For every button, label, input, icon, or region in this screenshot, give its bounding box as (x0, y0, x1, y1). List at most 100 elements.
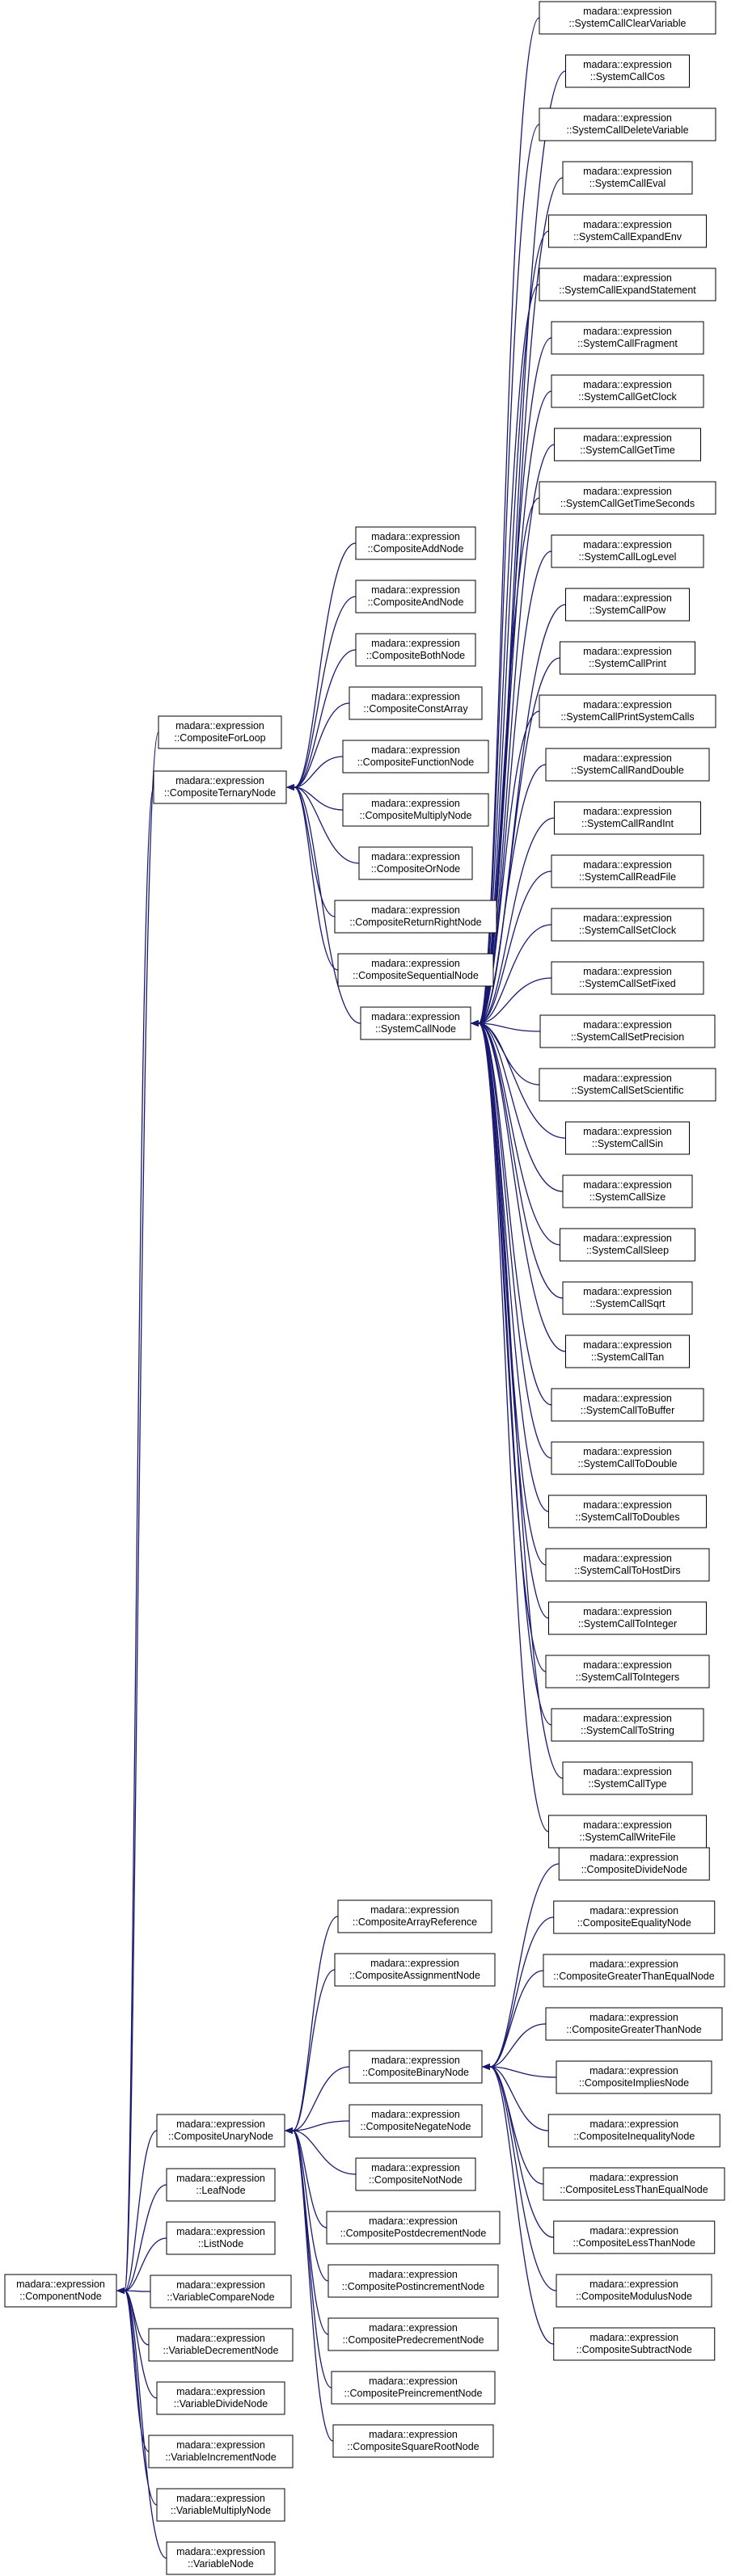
node-system-call-write-file[interactable]: madara::expression::SystemCallWriteFile (548, 1815, 707, 1849)
node-system-call-pow[interactable]: madara::expression::SystemCallPow (565, 588, 690, 622)
node-namespace-label: madara::expression (371, 904, 460, 916)
node-composite-both-node[interactable]: madara::expression::CompositeBothNode (355, 633, 476, 667)
node-variable-multiply-node[interactable]: madara::expression::VariableMultiplyNode (156, 2488, 285, 2522)
node-class-label: ::SystemCallGetTime (580, 445, 675, 456)
node-variable-node[interactable]: madara::expression::VariableNode (166, 2541, 276, 2575)
node-composite-or-node[interactable]: madara::expression::CompositeOrNode (358, 846, 473, 880)
node-system-call-get-time-seconds[interactable]: madara::expression::SystemCallGetTimeSec… (539, 481, 716, 515)
node-class-label: ::CompositeAndNode (368, 597, 464, 608)
node-system-call-get-clock[interactable]: madara::expression::SystemCallGetClock (551, 374, 704, 408)
node-composite-unary-node[interactable]: madara::expression::CompositeUnaryNode (156, 2114, 285, 2148)
node-composite-less-than-node[interactable]: madara::expression::CompositeLessThanNod… (553, 2220, 716, 2254)
node-namespace-label: madara::expression (589, 1958, 678, 1970)
node-system-call-cos[interactable]: madara::expression::SystemCallCos (565, 54, 690, 88)
node-namespace-label: madara::expression (583, 1179, 672, 1191)
node-system-call-to-double[interactable]: madara::expression::SystemCallToDouble (551, 1441, 704, 1475)
node-system-call-set-precision[interactable]: madara::expression::SystemCallSetPrecisi… (539, 1014, 716, 1048)
node-system-call-set-scientific[interactable]: madara::expression::SystemCallSetScienti… (539, 1068, 716, 1102)
node-class-label: ::SystemCallToString (581, 1725, 674, 1736)
node-composite-postdecrement-node[interactable]: madara::expression::CompositePostdecreme… (326, 2211, 501, 2245)
node-system-call-sleep[interactable]: madara::expression::SystemCallSleep (560, 1228, 695, 1262)
node-class-label: ::SystemCallRandInt (581, 818, 674, 829)
node-composite-const-array[interactable]: madara::expression::CompositeConstArray (349, 686, 483, 720)
node-composite-modulus-node[interactable]: madara::expression::CompositeModulusNode (556, 2274, 712, 2308)
edge-composite-add-node-to-composite-ternary-node (294, 542, 357, 788)
node-composite-binary-node[interactable]: madara::expression::CompositeBinaryNode (349, 2050, 483, 2084)
node-variable-increment-node[interactable]: madara::expression::VariableIncrementNod… (148, 2435, 294, 2468)
node-system-call-tan[interactable]: madara::expression::SystemCallTan (565, 1334, 690, 1368)
node-system-call-set-fixed[interactable]: madara::expression::SystemCallSetFixed (551, 961, 704, 995)
node-composite-less-than-equal-node[interactable]: madara::expression::CompositeLessThanEqu… (543, 2167, 725, 2201)
node-system-call-print-system-calls[interactable]: madara::expression::SystemCallPrintSyste… (539, 694, 716, 728)
node-box (545, 748, 710, 782)
node-system-call-get-time[interactable]: madara::expression::SystemCallGetTime (554, 428, 701, 462)
node-system-call-to-integer[interactable]: madara::expression::SystemCallToInteger (548, 1601, 707, 1635)
node-composite-ternary-node[interactable]: madara::expression::CompositeTernaryNode (153, 770, 287, 804)
node-system-call-size[interactable]: madara::expression::SystemCallSize (562, 1174, 693, 1208)
node-composite-sequential-node[interactable]: madara::expression::CompositeSequentialN… (337, 953, 494, 987)
node-composite-equality-node[interactable]: madara::expression::CompositeEqualityNod… (553, 1900, 716, 1934)
node-system-call-rand-double[interactable]: madara::expression::SystemCallRandDouble (545, 748, 710, 782)
node-system-call-print[interactable]: madara::expression::SystemCallPrint (560, 641, 695, 675)
node-system-call-read-file[interactable]: madara::expression::SystemCallReadFile (551, 854, 704, 888)
node-composite-add-node[interactable]: madara::expression::CompositeAddNode (355, 526, 476, 560)
node-composite-divide-node[interactable]: madara::expression::CompositeDivideNode (558, 1847, 710, 1881)
node-system-call-to-integers[interactable]: madara::expression::SystemCallToIntegers (545, 1655, 710, 1689)
node-composite-array-reference[interactable]: madara::expression::CompositeArrayRefere… (337, 1899, 492, 1933)
node-composite-predecrement-node[interactable]: madara::expression::CompositePredecremen… (327, 2317, 499, 2351)
node-system-call-to-doubles[interactable]: madara::expression::SystemCallToDoubles (548, 1495, 707, 1528)
node-box (166, 2541, 276, 2575)
node-system-call-clear-variable[interactable]: madara::expression::SystemCallClearVaria… (539, 1, 716, 35)
node-composite-greater-than-equal-node[interactable]: madara::expression::CompositeGreaterThan… (543, 1954, 725, 1988)
node-system-call-expand-env[interactable]: madara::expression::SystemCallExpandEnv (548, 214, 707, 248)
node-system-call-to-host-dirs[interactable]: madara::expression::SystemCallToHostDirs (545, 1548, 710, 1582)
edge-composite-greater-than-node-to-composite-binary-node (489, 2023, 547, 2068)
node-class-label: ::CompositeSequentialNode (353, 970, 479, 981)
node-system-call-rand-int[interactable]: madara::expression::SystemCallRandInt (554, 801, 701, 835)
node-composite-and-node[interactable]: madara::expression::CompositeAndNode (355, 580, 476, 613)
node-namespace-label: madara::expression (583, 1819, 672, 1831)
node-composite-return-right-node[interactable]: madara::expression::CompositeReturnRight… (334, 900, 497, 934)
node-composite-greater-than-node[interactable]: madara::expression::CompositeGreaterThan… (545, 2007, 723, 2041)
node-composite-implies-node[interactable]: madara::expression::CompositeImpliesNode (556, 2060, 712, 2094)
node-namespace-label: madara::expression (583, 1393, 672, 1404)
node-system-call-type[interactable]: madara::expression::SystemCallType (562, 1761, 693, 1795)
node-composite-postincrement-node[interactable]: madara::expression::CompositePostincreme… (327, 2264, 499, 2298)
node-system-call-eval[interactable]: madara::expression::SystemCallEval (562, 161, 693, 195)
node-system-call-to-string[interactable]: madara::expression::SystemCallToString (551, 1708, 704, 1742)
node-system-call-sin[interactable]: madara::expression::SystemCallSin (565, 1121, 690, 1155)
node-system-call-node[interactable]: madara::expression::SystemCallNode (360, 1006, 471, 1040)
node-namespace-label: madara::expression (176, 2439, 265, 2451)
node-system-call-log-level[interactable]: madara::expression::SystemCallLogLevel (551, 534, 704, 568)
node-composite-square-root-node[interactable]: madara::expression::CompositeSquareRootN… (332, 2424, 494, 2458)
node-composite-assignment-node[interactable]: madara::expression::CompositeAssignmentN… (334, 1953, 496, 1987)
node-box (551, 1708, 704, 1742)
node-composite-multiply-node[interactable]: madara::expression::CompositeMultiplyNod… (342, 793, 489, 827)
node-namespace-label: madara::expression (583, 1766, 672, 1777)
node-composite-function-node[interactable]: madara::expression::CompositeFunctionNod… (342, 740, 489, 774)
node-composite-for-loop[interactable]: madara::expression::CompositeForLoop (158, 715, 282, 749)
node-system-call-fragment[interactable]: madara::expression::SystemCallFragment (551, 321, 704, 355)
node-list-node[interactable]: madara::expression::ListNode (166, 2221, 276, 2255)
node-composite-preincrement-node[interactable]: madara::expression::CompositePreincremen… (331, 2371, 496, 2405)
node-system-call-sqrt[interactable]: madara::expression::SystemCallSqrt (562, 1281, 693, 1315)
node-system-call-set-clock[interactable]: madara::expression::SystemCallSetClock (551, 908, 704, 942)
node-system-call-expand-statement[interactable]: madara::expression::SystemCallExpandStat… (539, 268, 716, 301)
node-system-call-to-buffer[interactable]: madara::expression::SystemCallToBuffer (551, 1388, 704, 1422)
node-system-call-delete-variable[interactable]: madara::expression::SystemCallDeleteVari… (539, 108, 716, 141)
node-variable-compare-node[interactable]: madara::expression::VariableCompareNode (150, 2275, 292, 2308)
node-composite-negate-node[interactable]: madara::expression::CompositeNegateNode (349, 2104, 483, 2138)
node-composite-subtract-node[interactable]: madara::expression::CompositeSubtractNod… (553, 2327, 716, 2361)
node-variable-divide-node[interactable]: madara::expression::VariableDivideNode (156, 2381, 285, 2415)
node-class-label: ::LeafNode (196, 2185, 245, 2196)
node-composite-inequality-node[interactable]: madara::expression::CompositeInequalityN… (547, 2114, 720, 2148)
node-leaf-node[interactable]: madara::expression::LeafNode (166, 2168, 276, 2202)
node-class-label: ::CompositePreincrementNode (344, 2388, 483, 2399)
node-component-node[interactable]: madara::expression::ComponentNode (4, 2274, 117, 2308)
node-class-label: ::CompositeDivideNode (581, 1864, 687, 1875)
node-namespace-label: madara::expression (371, 638, 460, 649)
node-variable-decrement-node[interactable]: madara::expression::VariableDecrementNod… (148, 2328, 294, 2362)
node-composite-not-node[interactable]: madara::expression::CompositeNotNode (355, 2157, 476, 2191)
edge-composite-negate-node-to-composite-unary-node (292, 2120, 350, 2131)
